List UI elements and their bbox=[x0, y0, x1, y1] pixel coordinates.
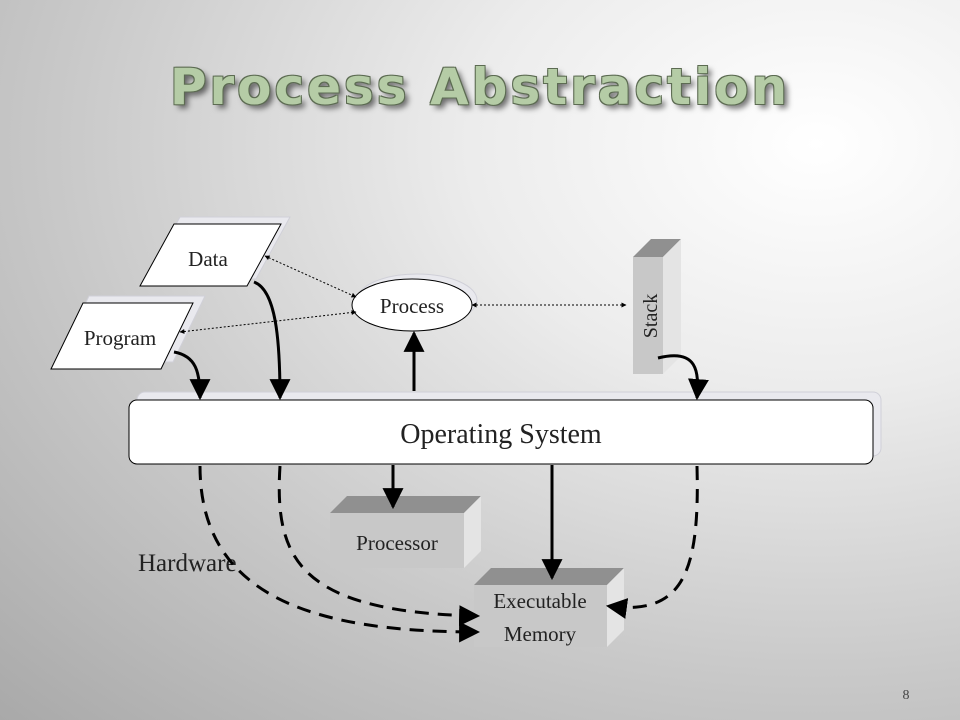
executable-memory-node: Executable Memory bbox=[474, 568, 624, 647]
program-memory-mapping bbox=[198, 465, 481, 643]
operating-system-node: Operating System bbox=[128, 391, 882, 465]
program-process-connector bbox=[179, 310, 357, 334]
data-node: Data bbox=[139, 216, 291, 287]
program-node: Program bbox=[50, 295, 206, 370]
stack-memory-mapping bbox=[605, 465, 699, 619]
operating-system-label: Operating System bbox=[400, 419, 602, 450]
data-memory-mapping bbox=[277, 465, 481, 627]
processor-label: Processor bbox=[356, 531, 438, 555]
page-number: 8 bbox=[902, 688, 910, 703]
executable-memory-label-line2: Memory bbox=[504, 622, 577, 646]
hardware-label: Hardware bbox=[138, 550, 237, 577]
processor-node: Processor bbox=[330, 496, 481, 568]
stack-label: Stack bbox=[640, 294, 662, 338]
data-process-connector bbox=[264, 255, 357, 298]
stack-node: Stack bbox=[633, 239, 681, 374]
program-label: Program bbox=[84, 326, 156, 350]
executable-memory-label-line1: Executable bbox=[493, 589, 586, 613]
slide-title: Process Abstraction bbox=[169, 58, 791, 116]
stack-to-os-arrow bbox=[657, 354, 709, 401]
data-label: Data bbox=[188, 247, 228, 271]
process-label: Process bbox=[380, 294, 444, 318]
program-to-os-arrow bbox=[173, 350, 211, 401]
process-node: Process bbox=[351, 273, 478, 332]
data-to-os-arrow bbox=[253, 280, 291, 401]
